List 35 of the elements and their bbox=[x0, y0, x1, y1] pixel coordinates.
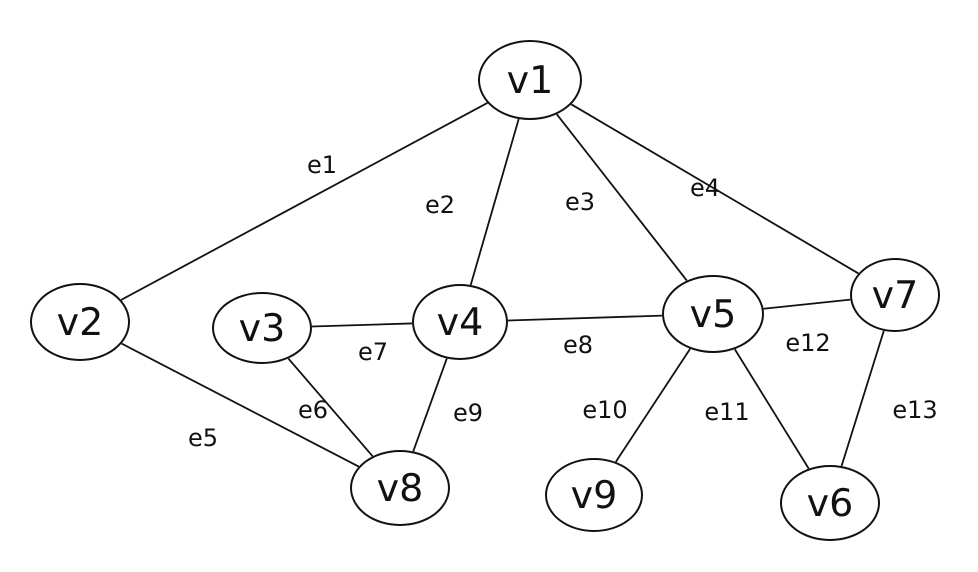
edge-label: e3 bbox=[564, 190, 596, 214]
vertex-label: v5 bbox=[690, 295, 736, 333]
connector-line bbox=[615, 348, 691, 462]
vertex-label: v2 bbox=[56, 303, 104, 341]
edge-label: e11 bbox=[704, 400, 750, 424]
vertex-label: v1 bbox=[506, 61, 554, 99]
vertex-label: v7 bbox=[872, 276, 918, 314]
vertex-label: v3 bbox=[238, 309, 286, 347]
connector-line bbox=[288, 358, 374, 457]
edge-label: e2 bbox=[424, 193, 456, 217]
vertex-label: v4 bbox=[436, 303, 484, 341]
edge-label: e8 bbox=[562, 333, 594, 357]
edge-label: e12 bbox=[785, 331, 831, 355]
connector-line bbox=[121, 342, 360, 468]
connector-line bbox=[734, 348, 810, 470]
edge-label: e6 bbox=[298, 398, 328, 422]
vertex-label: v8 bbox=[376, 469, 424, 507]
connector-line bbox=[470, 118, 520, 286]
edge-label: e1 bbox=[306, 153, 338, 177]
connector-line bbox=[412, 358, 448, 452]
connector-line bbox=[120, 102, 488, 301]
connector-line bbox=[556, 114, 688, 282]
vertex-label: v9 bbox=[570, 476, 618, 514]
connector-line bbox=[508, 314, 662, 322]
edge-label: e10 bbox=[582, 398, 628, 422]
edge-label: e9 bbox=[452, 401, 484, 425]
connector-line bbox=[570, 104, 859, 274]
vertex-label: v6 bbox=[806, 484, 854, 522]
connector-line bbox=[763, 298, 850, 310]
edge-label: e4 bbox=[690, 176, 720, 200]
connector-line bbox=[840, 330, 885, 466]
edge-label: e5 bbox=[188, 426, 218, 450]
connector-line bbox=[312, 322, 412, 328]
edge-label: e13 bbox=[892, 398, 938, 422]
edge-label: e7 bbox=[358, 340, 388, 364]
